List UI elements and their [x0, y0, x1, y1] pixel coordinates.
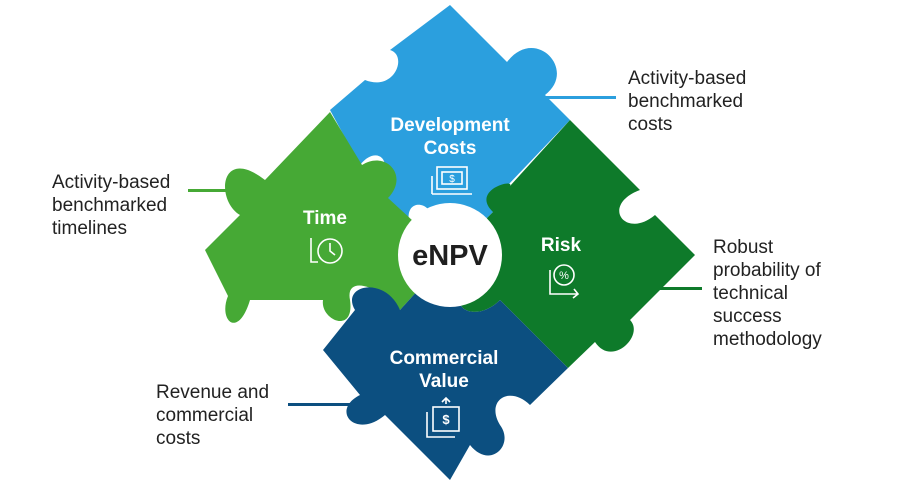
commercial-callout-line2: commercial: [156, 405, 254, 426]
risk-callout-line2: probability of: [713, 260, 821, 281]
commercial-callout-line3: costs: [156, 428, 201, 449]
percent-icon: %: [549, 264, 580, 299]
risk-piece: [450, 120, 695, 368]
development-callout-line1: Activity-based: [628, 68, 747, 89]
development-label-line2: Costs: [424, 138, 477, 159]
commercial-connector-line: [288, 403, 356, 406]
center-circle: [398, 203, 502, 307]
time-callout-line3: timelines: [52, 218, 127, 239]
time-callout-line1: Activity-based: [52, 172, 171, 193]
risk-connector-line: [652, 287, 702, 290]
commercial-callout-line1: Revenue and: [156, 382, 270, 403]
development-callout-line2: benchmarked: [628, 91, 744, 112]
risk-label: Risk: [541, 235, 582, 256]
development-connector-line: [528, 96, 616, 99]
money-value-icon: $: [426, 396, 460, 438]
risk-callout: Robust probability of technical success …: [713, 236, 822, 351]
development-callout: Activity-based benchmarked costs: [628, 67, 746, 136]
time-connector-line: [188, 189, 246, 192]
time-piece: [205, 112, 450, 323]
risk-callout-line5: methodology: [713, 329, 822, 350]
commercial-label-line1: Commercial: [390, 348, 499, 369]
commercial-label-line2: Value: [419, 371, 469, 392]
time-callout: Activity-based benchmarked timelines: [52, 171, 170, 240]
development-callout-line3: costs: [628, 114, 673, 135]
time-callout-line2: benchmarked: [52, 195, 168, 216]
clock-icon: [310, 238, 343, 264]
commercial-callout: Revenue and commercial costs: [156, 381, 269, 450]
time-label: Time: [303, 208, 347, 229]
development-label-line1: Development: [390, 115, 510, 136]
commercial-value-piece: [323, 255, 568, 480]
risk-callout-line4: success: [713, 306, 782, 327]
risk-callout-line3: technical: [713, 283, 788, 304]
risk-callout-line1: Robust: [713, 237, 774, 258]
center-label: eNPV: [412, 240, 488, 272]
svg-text:$: $: [449, 174, 455, 185]
dollar-bill-icon: $: [431, 166, 472, 195]
svg-text:%: %: [559, 270, 569, 282]
svg-text:$: $: [442, 412, 450, 427]
